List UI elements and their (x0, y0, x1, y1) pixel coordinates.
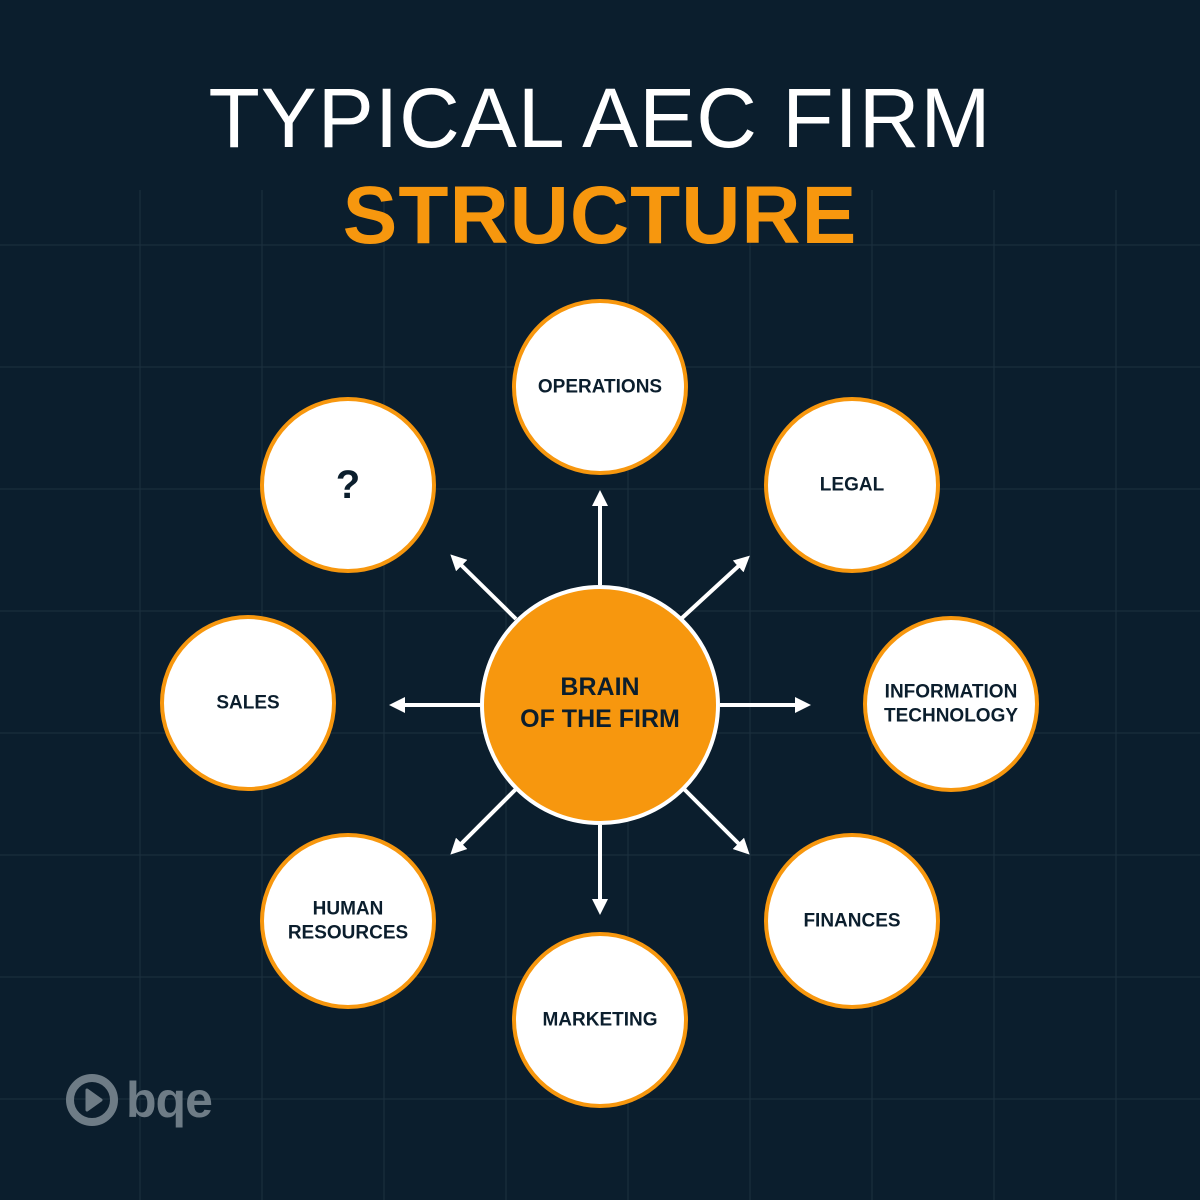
node-label: OPERATIONS (538, 377, 662, 398)
node-label: MARKETING (542, 1010, 657, 1031)
node-circle (512, 299, 688, 475)
node-marketing: MARKETING (512, 932, 688, 1108)
title-line-1: TYPICAL AEC FIRM (208, 71, 992, 165)
node-circle (260, 833, 436, 1009)
node-information-technology: INFORMATION TECHNOLOGY (863, 616, 1039, 792)
nodes-group: OPERATIONS LEGAL INFORMATION TECHNOLOGY FINA… (160, 299, 1039, 1108)
node-unknown: ? (260, 397, 436, 573)
node-circle (764, 397, 940, 573)
arrow-to-finances (682, 787, 750, 855)
node-label: HUMAN (313, 899, 384, 920)
node-circle (764, 833, 940, 1009)
node-finances: FINANCES (764, 833, 940, 1009)
node-label: RESOURCES (288, 923, 408, 944)
arrow-to-legal (680, 555, 750, 620)
node-label: INFORMATION (885, 682, 1018, 703)
node-label: LEGAL (820, 475, 885, 496)
node-legal: LEGAL (764, 397, 940, 573)
arrow-to-human-resources (450, 787, 518, 855)
center-label: OF THE FIRM (520, 705, 680, 733)
center-circle (480, 585, 720, 825)
center-label: BRAIN (560, 673, 639, 701)
node-human-resources: HUMAN RESOURCES (260, 833, 436, 1009)
node-circle (160, 615, 336, 791)
node-circle (260, 397, 436, 573)
node-label: SALES (216, 693, 279, 714)
node-label: ? (336, 463, 360, 507)
play-circle-icon (66, 1074, 118, 1126)
node-sales: SALES (160, 615, 336, 791)
center-node: BRAIN OF THE FIRM (480, 585, 720, 825)
arrow-to-unknown (450, 554, 518, 621)
arrows-group (389, 490, 811, 915)
bqe-logo: bqe (66, 1072, 213, 1128)
title-line-2: STRUCTURE (342, 170, 858, 261)
node-operations: OPERATIONS (512, 299, 688, 475)
node-label: FINANCES (803, 911, 900, 932)
logo-text: bqe (126, 1072, 213, 1128)
node-circle (863, 616, 1039, 792)
node-circle (512, 932, 688, 1108)
node-label: TECHNOLOGY (884, 706, 1018, 727)
